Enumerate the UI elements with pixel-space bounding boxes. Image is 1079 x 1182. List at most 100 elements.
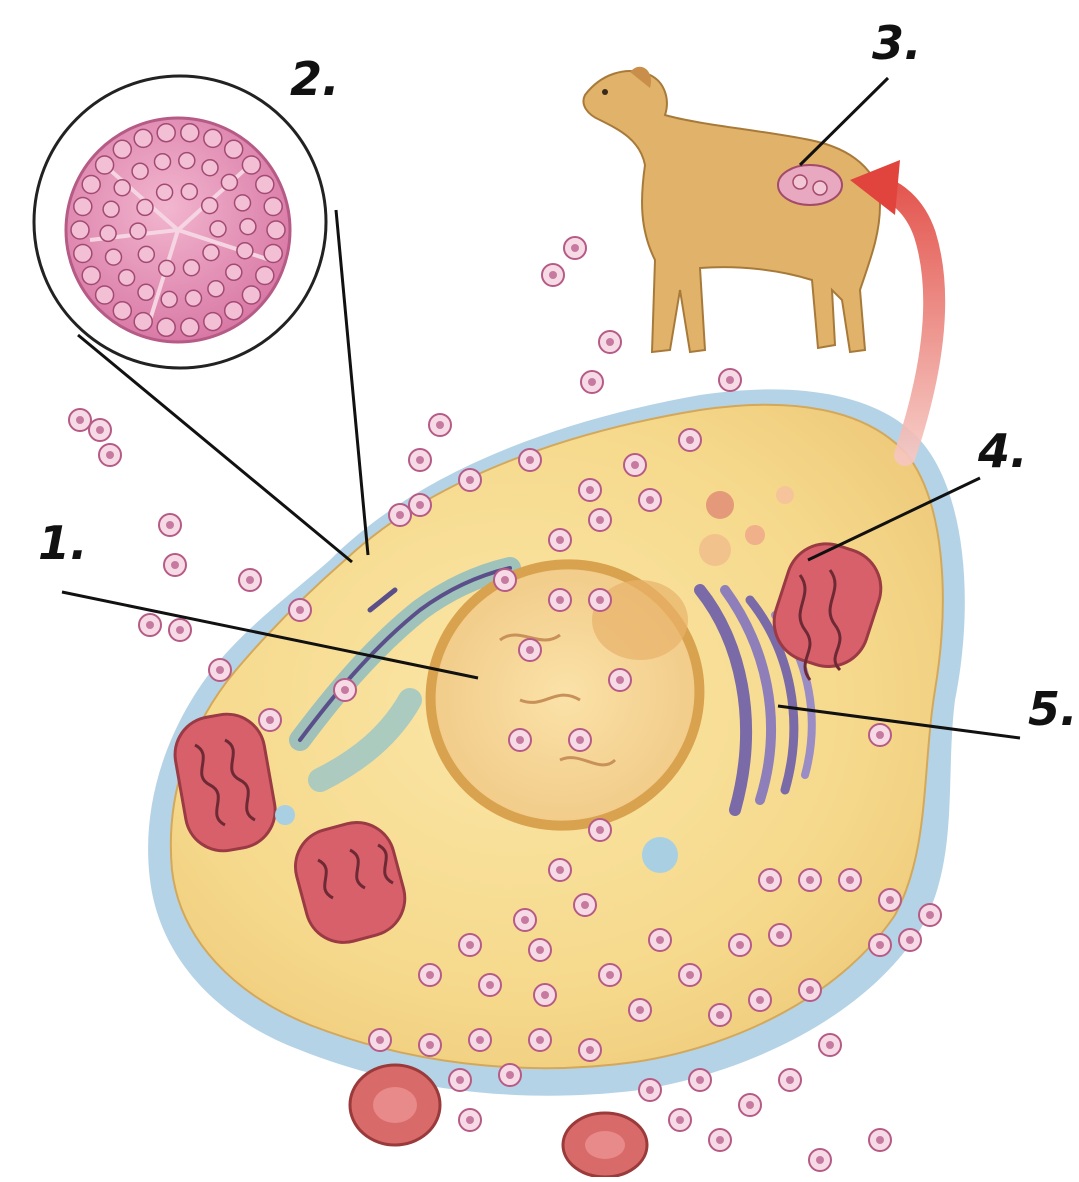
capsomere [186, 290, 202, 306]
capsomere [256, 176, 274, 194]
capsomere [157, 184, 173, 200]
free-virion [459, 1109, 481, 1131]
free-virion [534, 984, 556, 1006]
free-virion [334, 679, 356, 701]
capsomere [100, 225, 116, 241]
capsomere [119, 270, 135, 286]
free-virion [159, 514, 181, 536]
capsomere [183, 260, 199, 276]
capsomere [157, 124, 175, 142]
free-virion [449, 1069, 471, 1091]
capsomere [242, 156, 260, 174]
free-virion [139, 614, 161, 636]
free-virion [459, 469, 481, 491]
free-virion [499, 1064, 521, 1086]
free-virion [509, 729, 531, 751]
free-virion [209, 659, 231, 681]
free-virion [799, 979, 821, 1001]
capsomere [235, 195, 251, 211]
capsomere [240, 219, 256, 235]
free-virion [869, 724, 891, 746]
free-virion [899, 929, 921, 951]
free-virion [589, 509, 611, 531]
capsomere [106, 249, 122, 265]
free-virion [369, 1029, 391, 1051]
free-virion [514, 909, 536, 931]
capsomere [225, 302, 243, 320]
capsomere [242, 286, 260, 304]
capsomere [161, 291, 177, 307]
free-virion [259, 709, 281, 731]
free-virion [709, 1004, 731, 1026]
free-virion [779, 1069, 801, 1091]
capsomere [225, 140, 243, 158]
free-virion [839, 869, 861, 891]
free-virion [669, 1109, 691, 1131]
free-virion [164, 554, 186, 576]
free-virion [289, 599, 311, 621]
capsomere [159, 260, 175, 276]
free-virion [599, 331, 621, 353]
free-virion [739, 1094, 761, 1116]
dog-host [583, 67, 880, 352]
free-virion [879, 889, 901, 911]
free-virion [519, 449, 541, 471]
free-virion [729, 934, 751, 956]
free-virion [459, 934, 481, 956]
free-virion [529, 1029, 551, 1051]
free-virion [799, 869, 821, 891]
free-virion [759, 869, 781, 891]
capsomere [208, 281, 224, 297]
free-virion [409, 494, 431, 516]
capsomere [264, 245, 282, 263]
capsomere [130, 223, 146, 239]
capsomere [155, 154, 171, 170]
free-virion [819, 1034, 841, 1056]
free-virion [479, 974, 501, 996]
free-virion [569, 729, 591, 751]
free-virion [494, 569, 516, 591]
capsomere [202, 160, 218, 176]
free-virion [869, 1129, 891, 1151]
free-virion [419, 1034, 441, 1056]
free-virion [679, 429, 701, 451]
free-virion [579, 1039, 601, 1061]
free-virion [809, 1149, 831, 1171]
capsomere [82, 267, 100, 285]
free-virion [769, 924, 791, 946]
free-virion [589, 819, 611, 841]
label-2-virion: 2. [290, 56, 339, 102]
capsomere [134, 313, 152, 331]
free-virion [409, 449, 431, 471]
capsomere [82, 176, 100, 194]
capsomere [138, 284, 154, 300]
free-virion [599, 964, 621, 986]
capsomere [210, 221, 226, 237]
free-virion [549, 589, 571, 611]
free-virion [469, 1029, 491, 1051]
capsomere [71, 221, 89, 239]
label-1-nucleus: 1. [38, 520, 87, 566]
capsomere [137, 199, 153, 215]
free-virion [574, 894, 596, 916]
label-3-host: 3. [872, 20, 921, 66]
virion-magnified [34, 76, 326, 368]
capsomere [181, 318, 199, 336]
free-virion [169, 619, 191, 641]
capsomere [181, 124, 199, 142]
free-virion [689, 1069, 711, 1091]
free-virion [579, 479, 601, 501]
capsomere [96, 156, 114, 174]
free-virion [709, 1129, 731, 1151]
free-virion [239, 569, 261, 591]
capsomere [203, 245, 219, 261]
capsomere [179, 153, 195, 169]
free-virion [549, 859, 571, 881]
free-virion [529, 939, 551, 961]
capsomere [264, 198, 282, 216]
capsomere [113, 140, 131, 158]
free-virion [99, 444, 121, 466]
capsomere [103, 201, 119, 217]
free-virion [419, 964, 441, 986]
